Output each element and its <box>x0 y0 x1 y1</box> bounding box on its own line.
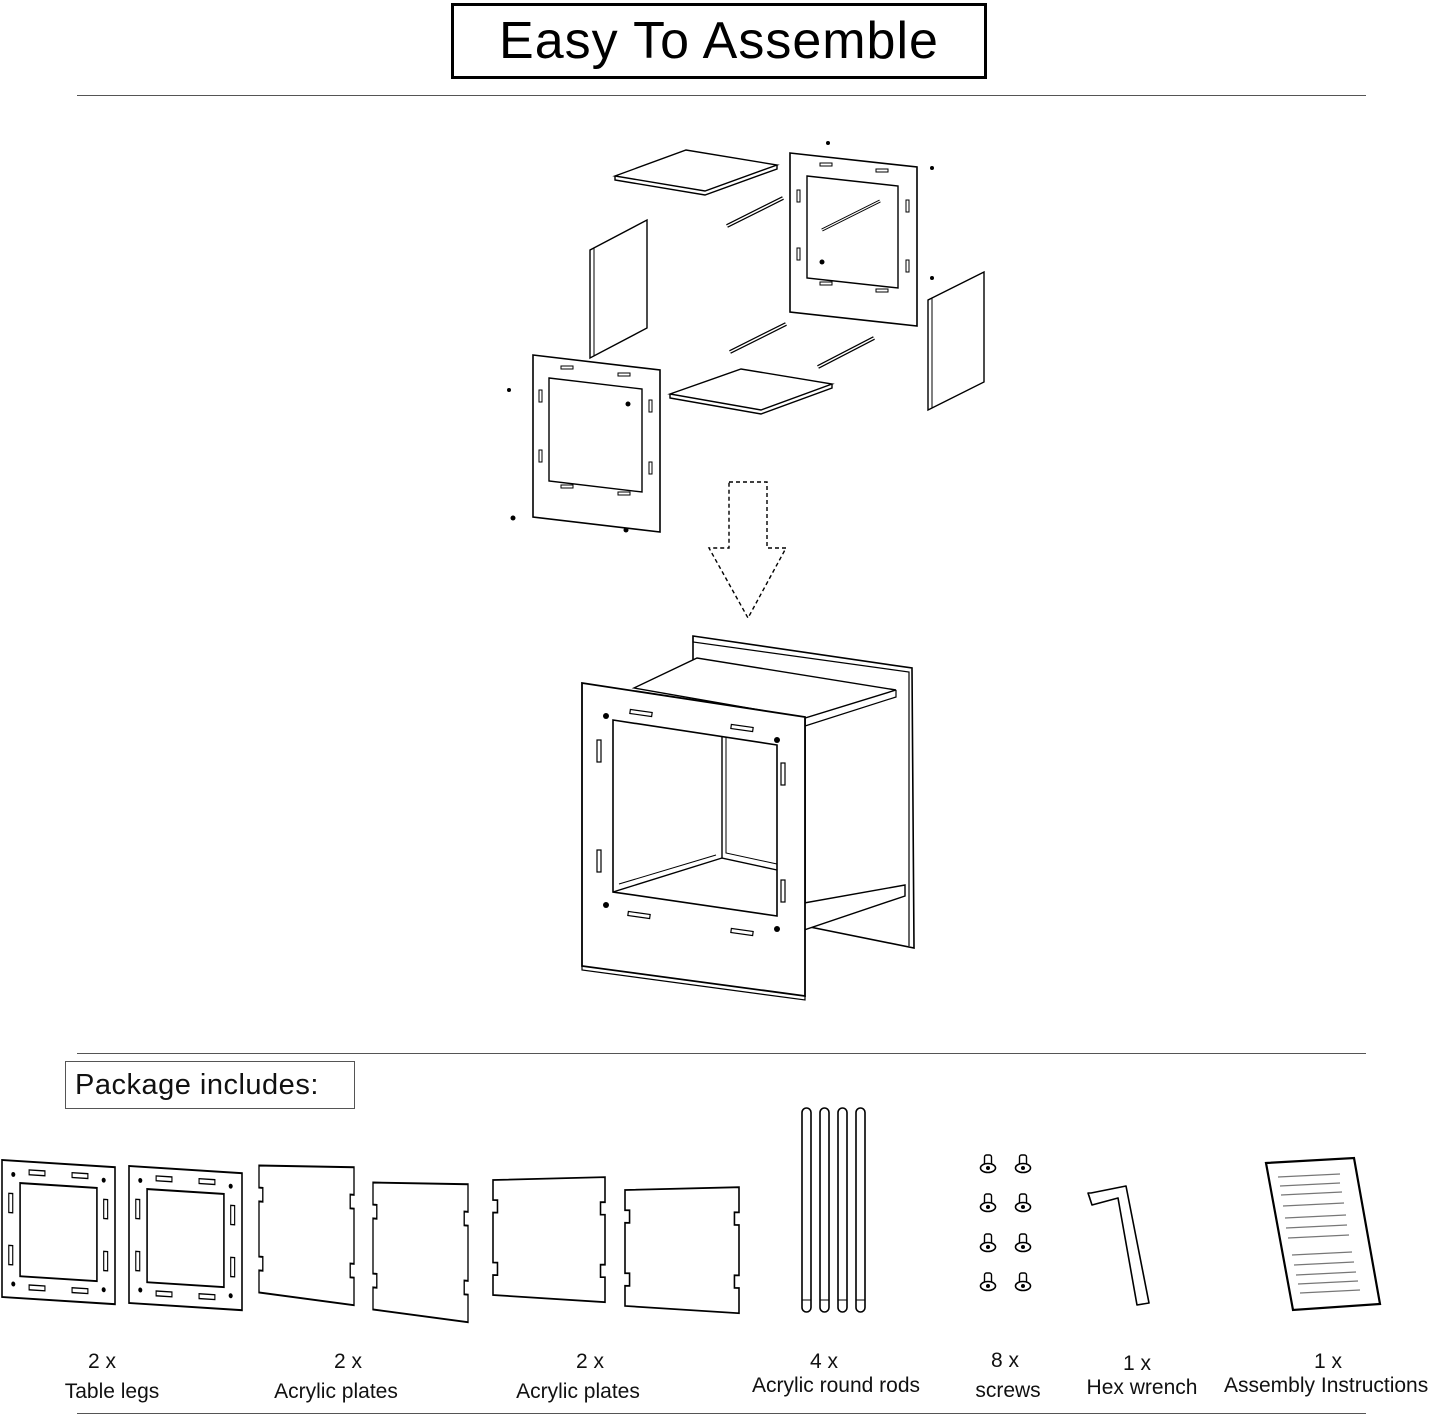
exploded-shelf-bottom <box>667 368 835 415</box>
exploded-rods <box>726 196 875 369</box>
package-instructions-art <box>1264 1156 1382 1312</box>
assembled-table <box>581 635 915 1001</box>
package-item-table-legs: 2 x Table legs <box>22 1347 202 1407</box>
item-qty: 1 x <box>1314 1350 1343 1373</box>
item-qty: 2 x <box>87 1350 116 1373</box>
item-name: Acrylic round rods <box>751 1374 921 1397</box>
bottom-divider <box>77 1413 1366 1414</box>
item-name: Acrylic plates <box>516 1380 640 1403</box>
item-qty: 1 x <box>1122 1352 1151 1375</box>
down-arrow <box>707 481 788 620</box>
package-item-screws: 8 x screws <box>948 1346 1068 1406</box>
package-item-acrylic-plates-1: 2 x Acrylic plates <box>246 1347 426 1407</box>
title-box: Easy To Assemble <box>451 3 987 79</box>
item-qty: 2 x <box>333 1350 362 1373</box>
middle-divider <box>77 1053 1366 1054</box>
exploded-frame-back <box>789 141 934 327</box>
item-qty: 8 x <box>990 1349 1019 1372</box>
page-title: Easy To Assemble <box>499 12 939 70</box>
exploded-panel-left <box>589 218 648 360</box>
package-table-legs-art <box>1 1159 243 1312</box>
package-screws-art <box>979 1154 1032 1292</box>
exploded-panel-right <box>927 270 985 412</box>
item-name: Table legs <box>64 1380 160 1403</box>
package-item-instructions: 1 x Assembly Instructions <box>1224 1347 1445 1401</box>
exploded-view <box>507 141 985 533</box>
exploded-shelf-top <box>612 149 780 196</box>
package-acrylic-plates-2-art <box>492 1174 740 1315</box>
package-item-acrylic-plates-2: 2 x Acrylic plates <box>488 1347 668 1407</box>
package-item-round-rods: 4 x Acrylic round rods <box>736 1347 936 1401</box>
item-name: Assembly Instructions <box>1224 1374 1429 1397</box>
item-qty: 4 x <box>809 1350 838 1373</box>
package-acrylic-plates-1-art <box>258 1159 469 1324</box>
package-round-rods-art <box>801 1107 866 1313</box>
item-name: screws <box>975 1379 1041 1402</box>
package-hex-wrench-art <box>1087 1185 1150 1306</box>
package-heading: Package includes: <box>75 1068 319 1101</box>
package-heading-box: Package includes: <box>65 1061 355 1109</box>
package-item-hex-wrench: 1 x Hex wrench <box>1077 1349 1207 1403</box>
item-name: Acrylic plates <box>274 1380 398 1403</box>
item-qty: 2 x <box>575 1350 604 1373</box>
item-name: Hex wrench <box>1086 1376 1198 1399</box>
exploded-frame-front <box>507 354 661 533</box>
top-divider <box>77 95 1366 96</box>
